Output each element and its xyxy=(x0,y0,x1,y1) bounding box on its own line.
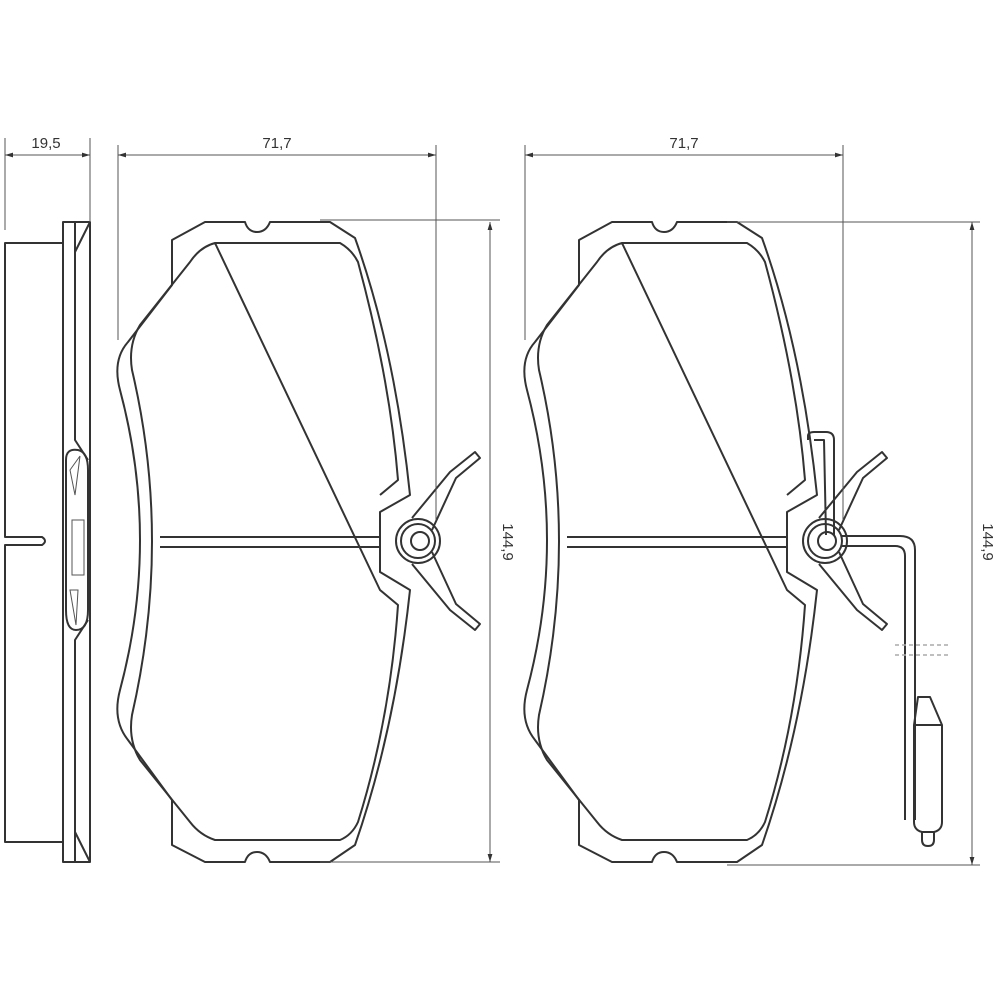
brake-pad-with-sensor xyxy=(523,221,950,863)
dimension-thickness-label: 19,5 xyxy=(31,135,60,152)
brake-pad-front-view xyxy=(116,221,481,863)
dimension-width-label-left: 71,7 xyxy=(262,135,291,152)
dimension-width-label-right: 71,7 xyxy=(669,135,698,152)
dimension-height-label-right: 144,9 xyxy=(979,523,996,561)
dimension-height-label-left: 144,9 xyxy=(499,523,516,561)
side-view xyxy=(4,221,91,863)
